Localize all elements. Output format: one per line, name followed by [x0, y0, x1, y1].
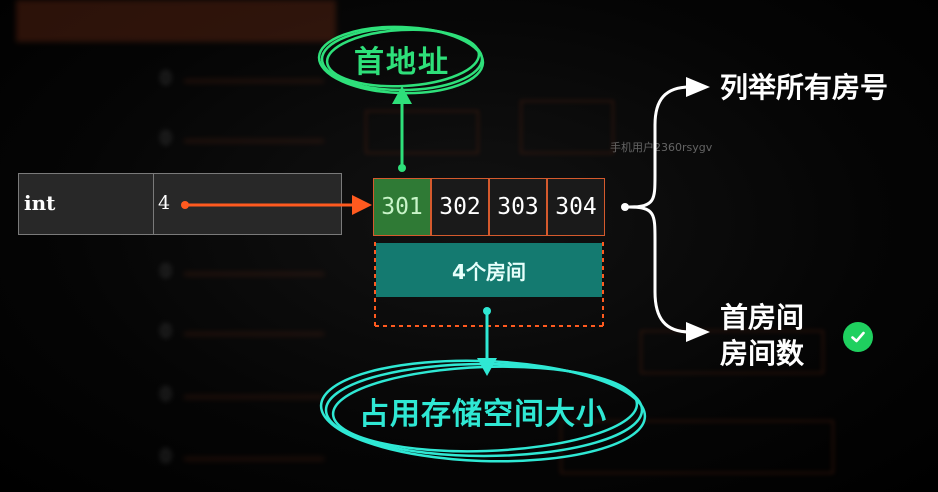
memory-cell: 302: [431, 178, 489, 236]
background-table-row: 0: [16, 52, 336, 108]
brace-arrow-top: [686, 77, 710, 97]
background-decoration: [640, 330, 824, 374]
background-type-size: 0: [160, 384, 172, 405]
storage-size-arrow: [477, 307, 497, 376]
background-row-arrow: [184, 396, 324, 398]
background-table-row: 0: [16, 305, 336, 361]
background-decoration: [520, 100, 614, 154]
background-table-header: [16, 0, 336, 42]
int-size-value: 4: [158, 192, 171, 214]
check-mark-icon: [851, 331, 865, 343]
room-count-label: 房间数: [720, 337, 805, 370]
memory-cell-first: 301: [373, 178, 431, 236]
background-row-arrow: [184, 273, 324, 275]
split-brace: [621, 85, 692, 334]
background-row-arrow: [184, 333, 324, 335]
background-table-row: 0: [16, 245, 336, 301]
background-table-row: 0: [16, 112, 336, 168]
int-type-row: int 4: [18, 173, 342, 235]
background-type-size: 0: [160, 128, 172, 149]
background-type-size: 0: [160, 261, 172, 282]
background-decoration: [365, 110, 479, 154]
memory-cell: 304: [547, 178, 605, 236]
background-type-size: 0: [160, 321, 172, 342]
background-table-row: 0: [16, 430, 336, 486]
room-count-bar: 4个房间: [376, 243, 602, 297]
background-row-arrow: [184, 140, 324, 142]
first-room-label: 首房间: [720, 301, 805, 334]
memory-cells: 301 302 303 304: [373, 178, 605, 236]
background-table-row: 0: [16, 368, 336, 424]
first-address-label: 首地址: [354, 45, 450, 80]
int-type-label: int: [24, 191, 56, 215]
memory-cell: 303: [489, 178, 547, 236]
background-row-arrow: [184, 458, 324, 460]
storage-size-label: 占用存储空间大小: [359, 397, 607, 432]
table-divider: [153, 174, 154, 234]
list-all-rooms-label: 列举所有房号: [720, 71, 889, 104]
check-circle-icon: [843, 322, 873, 352]
background-type-size: 0: [160, 68, 172, 89]
watermark: 手机用户2360rsygv: [610, 141, 713, 154]
background-row-arrow: [184, 80, 324, 82]
background-type-size: 0: [160, 446, 172, 467]
